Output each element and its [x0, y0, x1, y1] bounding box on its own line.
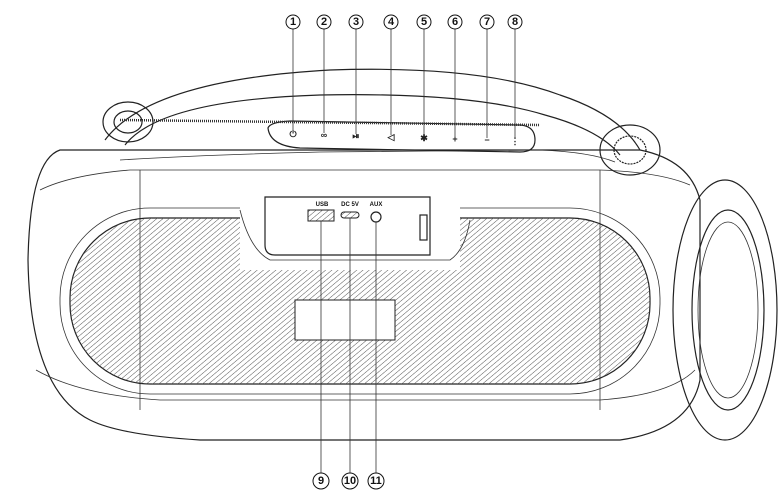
callout-8: 8 — [507, 14, 523, 30]
svg-text:7: 7 — [484, 16, 490, 28]
callout-9: 9 — [312, 472, 330, 490]
svg-text:1: 1 — [290, 16, 296, 28]
callout-2: 2 — [316, 14, 332, 30]
play-pause-button[interactable]: ⏯ — [352, 131, 359, 141]
aux-label: AUX — [370, 202, 383, 208]
volume-down-button[interactable]: − — [484, 135, 489, 145]
svg-text:4: 4 — [388, 16, 395, 28]
callouts: 1 2 3 4 5 6 7 8 9 10 11 — [285, 14, 523, 490]
volume-up-button[interactable]: + — [452, 134, 457, 144]
leader-lines — [292, 29, 516, 474]
callout-6: 6 — [447, 14, 463, 30]
indicator: ⋮ — [511, 136, 520, 146]
svg-text:9: 9 — [318, 475, 324, 487]
left-strap-loop — [102, 101, 154, 143]
dc-label: DC 5V — [341, 202, 359, 208]
mode-button[interactable]: ◁ — [387, 132, 396, 142]
usb-label: USB — [316, 202, 329, 208]
usb-port[interactable] — [307, 209, 335, 222]
power-button[interactable]: ⏻ — [289, 129, 297, 139]
svg-text:11: 11 — [370, 475, 382, 487]
passive-radiator — [672, 179, 778, 441]
callout-10: 10 — [341, 472, 359, 490]
speaker-body — [27, 149, 701, 441]
callout-11: 11 — [367, 472, 385, 490]
control-buttons: ⏻ ∞ ⏯ ◁ ✱ + − ⋮ — [289, 129, 519, 146]
right-strap-loop — [599, 124, 661, 176]
callout-7: 7 — [479, 14, 495, 30]
port-panel — [264, 196, 431, 256]
handle — [104, 68, 641, 151]
svg-text:6: 6 — [452, 16, 458, 28]
control-panel — [267, 120, 536, 153]
svg-text:2: 2 — [321, 16, 327, 28]
svg-text:3: 3 — [353, 16, 359, 28]
svg-text:10: 10 — [344, 475, 356, 487]
svg-text:5: 5 — [421, 16, 427, 28]
svg-text:8: 8 — [512, 16, 518, 28]
display-window — [294, 299, 396, 341]
light-button[interactable]: ✱ — [420, 133, 428, 143]
callout-5: 5 — [416, 14, 432, 30]
callout-3: 3 — [348, 14, 364, 30]
dc-port[interactable] — [340, 211, 360, 219]
callout-4: 4 — [383, 14, 399, 30]
callout-1: 1 — [285, 14, 301, 30]
tws-button[interactable]: ∞ — [321, 130, 328, 140]
